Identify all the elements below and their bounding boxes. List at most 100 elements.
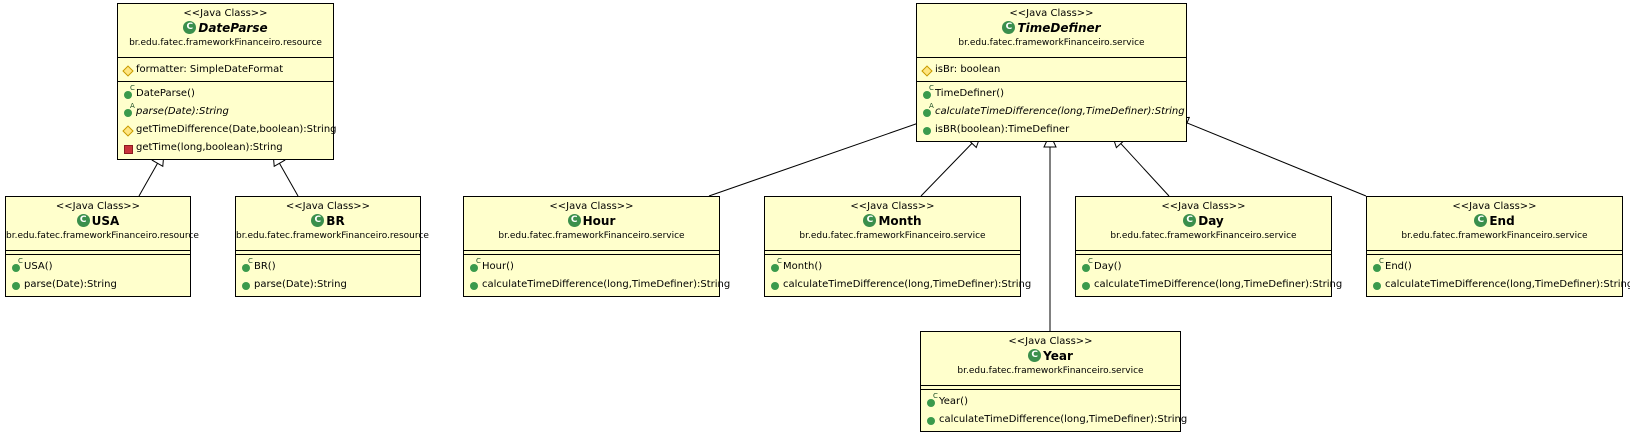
- attributes-section: [1367, 250, 1622, 254]
- operation-text: USA(): [24, 261, 53, 272]
- operation-row[interactable]: calculateTimeDifference(long,TimeDefiner…: [469, 276, 730, 294]
- constructor-marker-icon: C: [476, 257, 481, 265]
- public-visibility-icon: [1372, 280, 1382, 290]
- operation-row[interactable]: calculateTimeDifference(long,TimeDefiner…: [926, 411, 1187, 429]
- stereotype-label: <<Java Class>>: [285, 201, 371, 212]
- constructor-marker-icon: C: [1379, 257, 1384, 265]
- constructor-marker-icon: C: [18, 257, 23, 265]
- abstract-marker-icon: A: [130, 102, 135, 110]
- stereotype-label: <<Java Class>>: [1452, 201, 1537, 212]
- operation-text: calculateTimeDifference(long,TimeDefiner…: [939, 414, 1188, 425]
- operation-row[interactable]: calculateTimeDifference(long,TimeDefiner…: [1372, 276, 1630, 294]
- operation-row[interactable]: parse(Date):String: [11, 276, 190, 294]
- stereotype-label: <<Java Class>>: [850, 201, 935, 212]
- public-visibility-icon: [770, 280, 780, 290]
- operation-row[interactable]: getTimeDifference(Date,boolean):String: [122, 121, 337, 139]
- constructor-marker-icon: C: [929, 84, 934, 92]
- class-icon: C: [76, 214, 90, 227]
- operation-text: parse(Date):String: [254, 279, 347, 290]
- operation-row[interactable]: isBR(boolean):TimeDefiner: [922, 121, 1186, 139]
- class-name-text: Month: [878, 214, 922, 228]
- operation-row[interactable]: calculateTimeDifference(long,TimeDefiner…: [1081, 276, 1342, 294]
- operation-row[interactable]: getTime(long,boolean):String: [123, 139, 333, 157]
- operation-text: calculateTimeDifference(long,TimeDefiner…: [1385, 279, 1630, 290]
- operation-row[interactable]: calculateTimeDifference(long,TimeDefiner…: [770, 276, 1031, 294]
- generalization-line-br: [278, 163, 299, 197]
- attributes-section: [765, 250, 1020, 254]
- public-visibility-icon: [926, 415, 936, 425]
- public-visibility-icon: C: [1372, 258, 1384, 272]
- attribute-row[interactable]: formatter: SimpleDateFormat: [122, 61, 333, 79]
- constructor-marker-icon: C: [248, 257, 253, 265]
- class-icon: C: [863, 214, 877, 227]
- protected-visibility-icon: [122, 65, 134, 77]
- class-icon: C: [183, 21, 197, 34]
- operation-text: calculateTimeDifference(long,TimeDefiner…: [482, 279, 731, 290]
- operation-text: BR(): [254, 261, 276, 272]
- package-label: br.edu.fatec.frameworkFinanceiro.service: [957, 366, 1144, 376]
- operation-text: parse(Date):String: [136, 106, 229, 117]
- stereotype-label: <<Java Class>>: [1008, 336, 1093, 347]
- constructor-marker-icon: C: [1088, 257, 1093, 265]
- operation-text: Day(): [1094, 261, 1122, 272]
- stereotype-label: <<Java Class>>: [55, 201, 141, 212]
- package-label: br.edu.fatec.frameworkFinanceiro.service: [498, 231, 685, 241]
- class-name-text: Hour: [582, 214, 616, 228]
- attributes-section: formatter: SimpleDateFormat: [118, 57, 333, 81]
- package-label: br.edu.fatec.frameworkFinanceiro.service: [1110, 231, 1297, 241]
- public-visibility-icon: C: [922, 85, 934, 99]
- operation-text: getTime(long,boolean):String: [136, 142, 283, 153]
- public-visibility-icon: C: [926, 393, 938, 407]
- class-icon: C: [1002, 21, 1016, 34]
- operation-row[interactable]: parse(Date):String: [241, 276, 420, 294]
- class-icon: C: [311, 214, 325, 227]
- constructor-marker-icon: C: [777, 257, 782, 265]
- class-name-text: TimeDefiner: [1017, 21, 1101, 35]
- attribute-row[interactable]: isBr: boolean: [921, 61, 1186, 79]
- operation-text: DateParse(): [136, 88, 195, 99]
- private-visibility-icon: [123, 143, 133, 154]
- operation-text: TimeDefiner(): [935, 88, 1005, 99]
- public-visibility-icon: C: [241, 258, 253, 272]
- class-name-text: BR: [326, 214, 345, 228]
- generalization-line-month: [920, 142, 973, 197]
- attributes-section: [464, 250, 719, 254]
- constructor-marker-icon: C: [130, 84, 135, 92]
- class-icon: C: [1474, 214, 1488, 227]
